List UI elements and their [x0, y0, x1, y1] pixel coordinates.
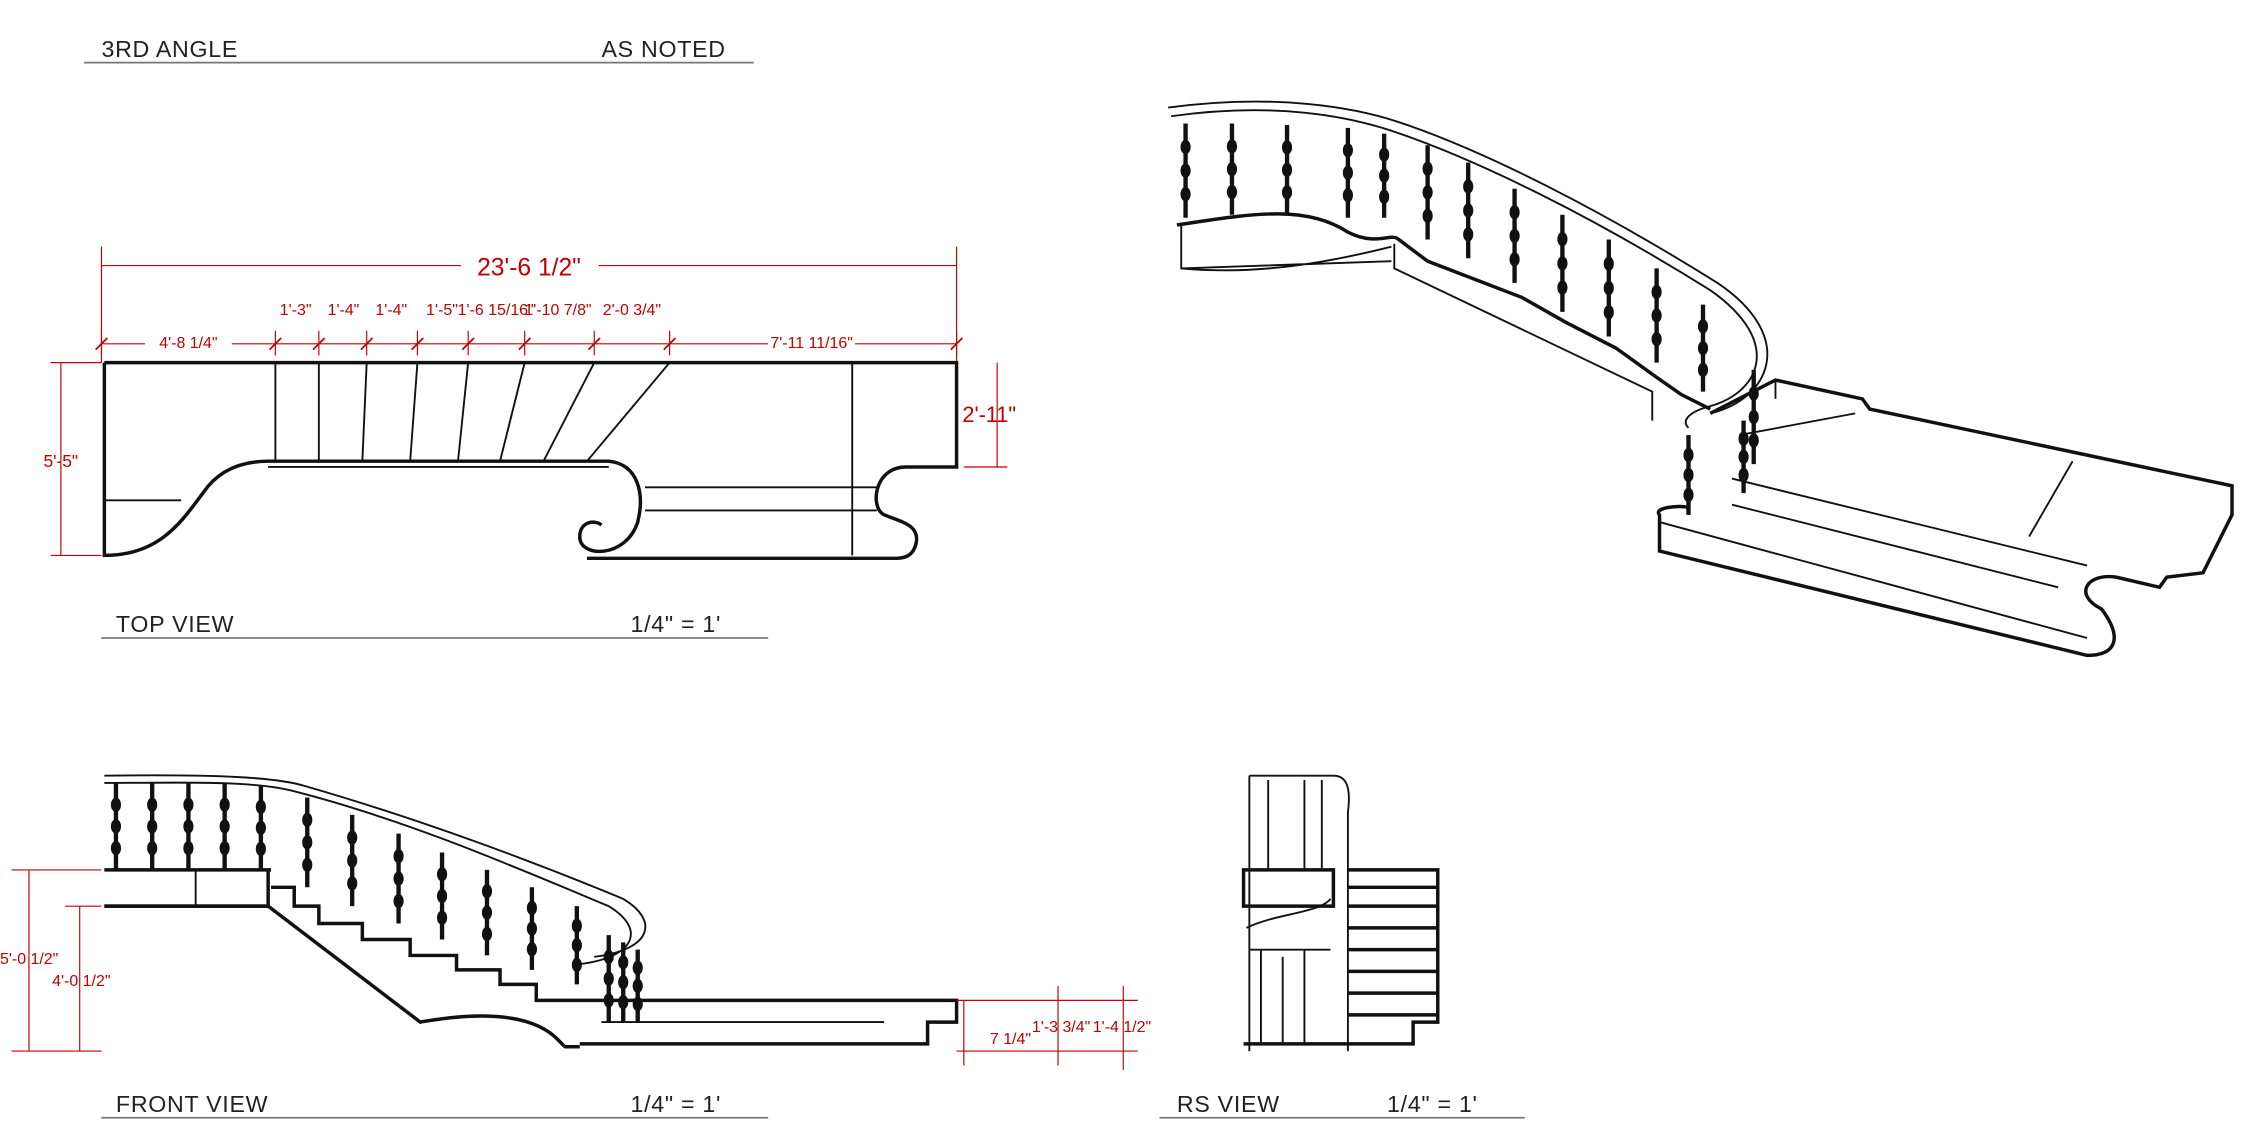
baluster [1463, 162, 1474, 259]
segment-dim-label: 7'-11 11/16" [770, 335, 853, 352]
iso-upper-landing [1176, 212, 1712, 411]
segment-dim-label: 1'-3" [280, 302, 312, 319]
rs-view-scale: 1/4" = 1' [1387, 1091, 1478, 1117]
dim-tick-slash [411, 337, 424, 351]
baluster [1422, 145, 1433, 240]
segment-dim-label: 1'-10 7/8" [524, 302, 591, 319]
front-steps [271, 885, 959, 1046]
top-view-scale: 1/4" = 1' [630, 611, 721, 637]
right-depth-label: 2'-11" [962, 402, 1016, 427]
segment-dim-label: 1'-5" [426, 302, 458, 319]
bottom-dim-1: 7 1/4" [990, 1031, 1031, 1048]
bottom-dim-3: 1'-4 1/2" [1093, 1019, 1151, 1036]
front-view: 5'-0 1/2" 4'-0 1/2" 7 1/4" 1'-3 3/4" 1'-… [0, 774, 1151, 1119]
dim-tick-slash [268, 337, 282, 351]
left-depth-label: 5'-5" [43, 451, 78, 471]
dim-tick-slash [360, 337, 374, 351]
segment-dim-label: 1'-6 15/16" [458, 302, 534, 319]
baluster [1509, 188, 1520, 283]
baluster [1281, 124, 1293, 215]
baluster [147, 782, 158, 870]
front-landing [104, 868, 272, 908]
baluster [347, 814, 358, 907]
baluster [393, 833, 404, 924]
baluster [1603, 239, 1614, 337]
top-view-title: TOP VIEW [116, 611, 234, 637]
dim-tick-slash [518, 337, 532, 351]
front-view-dimensions: 5'-0 1/2" 4'-0 1/2" 7 1/4" 1'-3 3/4" 1'-… [0, 869, 1151, 1070]
baluster [632, 949, 643, 1023]
baluster [436, 852, 448, 940]
segment-dim-label: 2'-0 3/4" [603, 302, 661, 319]
title-block: 3RD ANGLE AS NOTED [84, 36, 754, 64]
front-handrail [104, 781, 632, 966]
overall-length-label: 23'-6 1/2" [477, 255, 581, 282]
front-view-scale: 1/4" = 1' [630, 1091, 721, 1117]
baluster [571, 906, 582, 985]
scale-note-label: AS NOTED [601, 36, 725, 62]
dim-tick-slash [95, 337, 108, 351]
overall-height-label: 5'-0 1/2" [0, 951, 58, 968]
iso-balusters [1180, 123, 1759, 515]
baluster [1226, 123, 1238, 215]
baluster [183, 782, 194, 870]
rs-view-title: RS VIEW [1177, 1091, 1280, 1117]
baluster [110, 782, 122, 870]
baluster [481, 869, 493, 956]
baluster [1180, 123, 1191, 218]
segment-dim-label: 1'-4" [375, 302, 407, 319]
iso-lower-landing [1656, 378, 2234, 658]
baluster [1651, 268, 1662, 363]
rs-view: RS VIEW 1/4" = 1' [1159, 774, 1525, 1119]
top-view: 23'-6 1/2" 4'-8 1/4" 1'-3" 1'-4" 1'-4" 1'-5"… [43, 246, 1016, 639]
baluster [1379, 133, 1390, 218]
front-view-title: FRONT VIEW [116, 1091, 268, 1117]
baluster [1683, 435, 1694, 515]
front-balusters [110, 782, 643, 1023]
segment-dim-label: 4'-8 1/4" [159, 335, 217, 352]
dim-tick-slash [663, 337, 677, 351]
segment-dim-label: 1'-4" [328, 302, 360, 319]
front-stringer [104, 904, 580, 1049]
baluster [255, 785, 266, 870]
dim-tick-slash [950, 337, 963, 351]
baluster [302, 797, 313, 888]
landing-height-label: 4'-0 1/2" [52, 973, 110, 990]
isometric-view [1168, 100, 2234, 658]
baluster [1557, 214, 1568, 312]
baluster [603, 935, 614, 1023]
projection-label: 3RD ANGLE [101, 36, 238, 62]
top-view-outline [102, 360, 959, 561]
dim-tick-slash [312, 337, 326, 351]
iso-handrail [1170, 109, 1758, 429]
baluster [1697, 304, 1709, 392]
baluster [526, 887, 537, 970]
bottom-dim-2: 1'-3 3/4" [1032, 1019, 1090, 1036]
dim-tick-slash [587, 337, 601, 351]
top-view-dimensions: 23'-6 1/2" 4'-8 1/4" 1'-3" 1'-4" 1'-4" 1'-5"… [43, 246, 1016, 556]
baluster [618, 942, 629, 1023]
dim-tick-slash [461, 337, 475, 351]
baluster [1342, 127, 1353, 218]
baluster [219, 782, 230, 870]
